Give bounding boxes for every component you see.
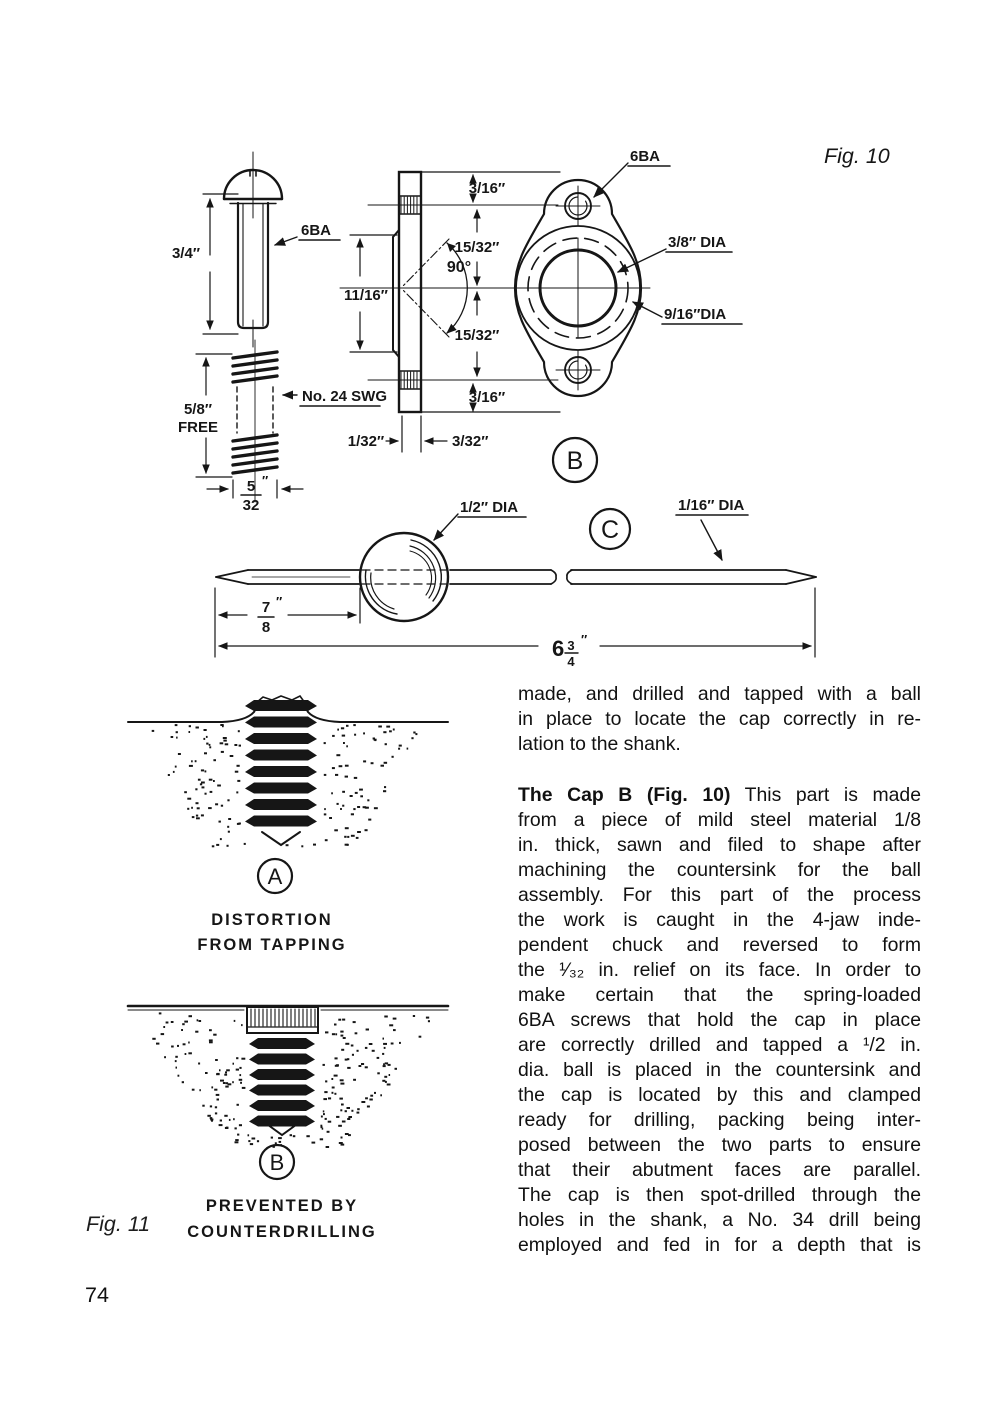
spring-view: 5/8″ FREE No. 24 SWG 5 ″ 32 [178, 339, 387, 514]
caption-b-line1: PREVENTED BY [206, 1197, 358, 1215]
total-den: 4 [567, 654, 575, 669]
body-line: in place to locate the cap correctly in … [518, 708, 921, 730]
paragraph: made, and drilled and tapped with a ball… [518, 682, 921, 757]
body-line: are correctly drilled and tapped a ¹/2 i… [518, 1034, 921, 1056]
dim-top-3-16: 3/16″ [469, 174, 505, 203]
dim-lower-label: 15/32″ [455, 327, 500, 344]
body-line: the ¹⁄₃₂ in. relief on its face. In orde… [518, 959, 921, 981]
body-line: machining the countersink for the ball [518, 859, 921, 881]
screw-thread-text: 6BA [301, 222, 331, 239]
ball-dia-label: 1/2″ DIA [433, 499, 527, 541]
cap-front-view: 6BA 3/8″ DIA 9/16″DIA [505, 148, 743, 398]
ball-position-dim: 7 ″ 8 [214, 587, 361, 658]
pos-den: 8 [262, 619, 270, 636]
screw-length-dim: 3/4″ [172, 193, 239, 335]
article-column: made, and drilled and tapped with a ball… [518, 682, 921, 1258]
detail-c-letter: C [601, 516, 619, 544]
body-line: assembly. For this part of the process [518, 884, 921, 906]
body-line: The Cap B (Fig. 10) This part is made [518, 784, 921, 806]
body-line: the work is caught in the 4-jaw inde- [518, 909, 921, 931]
screw-thread-label: 6BA [273, 222, 341, 246]
spring-gauge-text: No. 24 SWG [302, 388, 387, 405]
body-line: make certain that the spring-loaded [518, 984, 921, 1006]
dim-lower-15-32: 15/32″ [455, 291, 500, 377]
body-line: in. thick, sawn and filed to shape after [518, 834, 921, 856]
shaft-view: 1/2″ DIA 1/16″ DIA 7 ″ 8 6 3 [214, 497, 817, 669]
screw-length-label: 3/4″ [172, 245, 200, 262]
paragraph: The Cap B (Fig. 10) This part is made fro… [518, 783, 921, 1258]
callout-a-marker: A [256, 857, 294, 895]
body-line: employed and fed in for a depth that is [518, 1234, 921, 1256]
dim-upper-15-32: 15/32″ [455, 209, 500, 286]
body-line: ready for drilling, packing being inter- [518, 1109, 921, 1131]
dim-thickness-label: 3/32″ [452, 433, 488, 450]
spring-free-length-dim: 5/8″ FREE [178, 353, 233, 478]
cap-screw-label: 6BA [593, 148, 671, 198]
countersink-angle: 90° [401, 238, 471, 338]
total-whole: 6 [552, 636, 564, 661]
fig11-diagram-b: B PREVENTED BY COUNTERDRILLING [126, 1004, 450, 1241]
cap-boss-dim-label: 9/16″DIA [632, 301, 743, 325]
body-line: pendent chuck and reversed to form [518, 934, 921, 956]
ball-dia-text: 1/2″ DIA [460, 499, 518, 516]
screw-front-view: 3/4″ 6BA [172, 151, 341, 348]
body-line: posed between the two parts to ensure [518, 1134, 921, 1156]
spring-od-num: 5 [247, 478, 255, 495]
spring-od-den: 32 [243, 497, 260, 514]
dim-height-11-16: 11/16″ [344, 234, 398, 353]
spring-od-dim: 5 ″ 32 [206, 473, 304, 514]
dim-relief-1-32: 1/32″ [348, 415, 403, 453]
detail-c-marker: C [588, 507, 632, 551]
spring-free-word: FREE [178, 419, 218, 436]
body-line: dia. ball is placed in the countersink a… [518, 1059, 921, 1081]
body-line: 6BA screws that hold the cap in place [518, 1009, 921, 1031]
dim-height-label: 11/16″ [344, 287, 388, 304]
rod-dia-label: 1/16″ DIA [675, 497, 749, 561]
spring-od-unit: ″ [262, 473, 268, 488]
paragraph-lead: The Cap B (Fig. 10) [518, 784, 731, 806]
pos-unit: ″ [276, 594, 282, 609]
spring-gauge-label: No. 24 SWG [281, 388, 387, 407]
detail-b-letter: B [567, 447, 584, 475]
dim-bottom-label: 3/16″ [469, 389, 505, 406]
body-line: The cap is then spot-drilled through the [518, 1184, 921, 1206]
body-line: from a piece of mild steel material 1/8 [518, 809, 921, 831]
callout-b-letter: B [270, 1150, 285, 1175]
cap-bore-text: 3/8″ DIA [668, 234, 726, 251]
fig11-caption: Fig. 11 [86, 1212, 151, 1236]
callout-a-letter: A [268, 864, 283, 889]
rod-dia-text: 1/16″ DIA [678, 497, 745, 514]
caption-a-line2: FROM TAPPING [197, 936, 346, 954]
body-line: holes in the shank, a No. 34 drill being [518, 1209, 921, 1231]
body-line: the cap is located by this and clamped [518, 1084, 921, 1106]
dim-upper-label: 15/32″ [455, 239, 500, 256]
overall-length-dim: 6 3 4 ″ [218, 587, 816, 669]
countersink-angle-label: 90° [447, 259, 471, 276]
cap-bore-dim-label: 3/8″ DIA [616, 234, 733, 273]
dim-top-label: 3/16″ [469, 180, 505, 197]
dim-bottom-3-16: 3/16″ [469, 383, 505, 412]
body-line: made, and drilled and tapped with a ball [518, 683, 921, 705]
callout-b-marker: B [258, 1143, 296, 1181]
fig10-caption: Fig. 10 [824, 144, 890, 168]
cap-screw-text: 6BA [630, 148, 660, 165]
body-line: lation to the shank. [518, 733, 681, 755]
body-line: that their abutment faces are parallel. [518, 1159, 921, 1181]
total-unit: ″ [581, 632, 587, 647]
page-number: 74 [85, 1283, 109, 1307]
cap-boss-text: 9/16″DIA [664, 306, 726, 323]
dim-relief-label: 1/32″ [348, 433, 384, 450]
total-num: 3 [567, 638, 574, 653]
detail-b-marker: B [551, 436, 599, 484]
pos-num: 7 [262, 599, 270, 616]
caption-b-line2: COUNTERDRILLING [187, 1223, 377, 1241]
plate-side-view: 90° 3/16″ 15/32″ 15/32″ 3/16″ [339, 170, 561, 453]
spring-free-length-label: 5/8″ [184, 401, 212, 418]
dim-thickness-3-32: 3/32″ [420, 415, 488, 453]
fig11-diagram-a: A DISTORTION FROM TAPPING [127, 694, 449, 954]
caption-a-line1: DISTORTION [211, 911, 332, 929]
